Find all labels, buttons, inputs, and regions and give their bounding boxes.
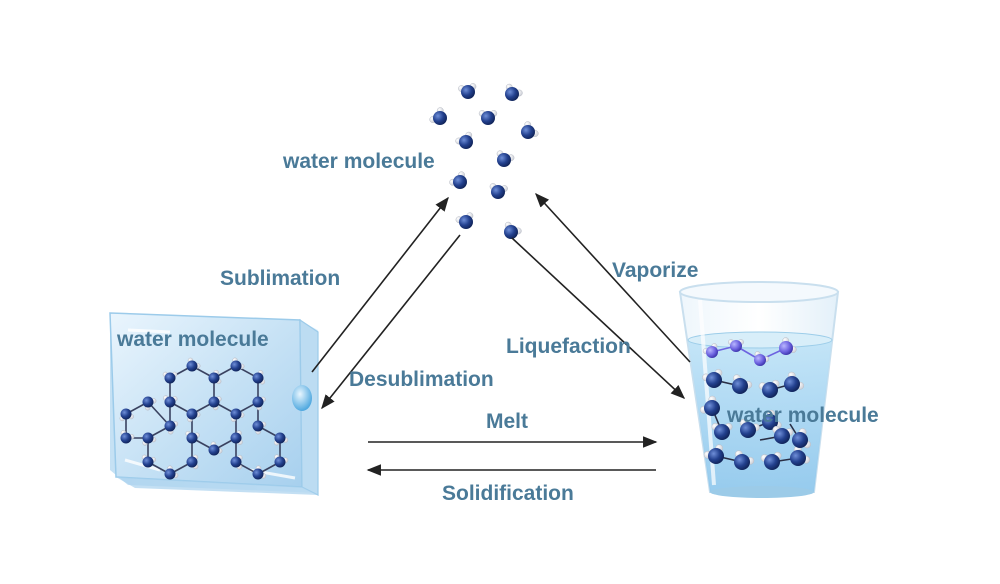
water-molecule-icon (252, 396, 266, 411)
water-molecule-icon (732, 374, 753, 394)
sublimation-arrow (311, 196, 449, 373)
water-molecule-icon (489, 183, 508, 199)
water-molecule-icon (779, 337, 797, 355)
water-molecule-icon (728, 339, 744, 352)
water-molecule-icon (142, 432, 157, 446)
water-molecule-icon (734, 450, 755, 470)
gas-molecule-label: water molecule (283, 150, 435, 173)
water-molecule-icon (521, 121, 539, 139)
vaporize-arrow (535, 192, 691, 363)
water-drop-icon (292, 385, 312, 411)
water-molecule-icon (142, 396, 157, 411)
water-molecule-icon (230, 408, 245, 422)
water-molecule-icon (273, 432, 289, 446)
water-molecule-icon (230, 430, 243, 445)
water-molecule-icon (739, 419, 760, 438)
water-molecule-icon (792, 428, 811, 449)
water-molecule-icon (208, 396, 222, 411)
liquefaction-arrow (511, 237, 686, 399)
water-molecule-icon (141, 454, 157, 468)
water-molecule-icon (711, 422, 733, 440)
water-molecule-icon (230, 454, 243, 470)
water-molecule-icon (455, 212, 474, 229)
transition-arrows (311, 192, 691, 476)
water-molecule-icon (703, 444, 724, 464)
ice-cube-icon (109, 312, 319, 496)
liquid-molecule-label: water molecule (727, 404, 879, 427)
water-molecule-icon (163, 395, 178, 408)
ice-molecule-label: water molecule (117, 328, 269, 351)
water-molecule-icon (504, 221, 522, 239)
water-molecule-icon (429, 107, 447, 125)
liquefaction-label: Liquefaction (506, 335, 631, 358)
water-molecule-icon (164, 465, 179, 480)
sublimation-label: Sublimation (220, 267, 341, 290)
water-molecule-icon (120, 430, 135, 444)
water-molecule-icon (208, 441, 223, 456)
water-molecule-icon (252, 465, 267, 480)
water-molecule-icon (496, 150, 515, 167)
molecule-layer (119, 83, 811, 480)
water-molecule-icon (455, 131, 473, 149)
water-molecule-icon (754, 351, 770, 366)
water-molecule-icon (164, 420, 179, 435)
water-molecule-icon (162, 371, 178, 384)
glass-of-water-icon (678, 281, 840, 498)
water-molecule-icon (252, 420, 267, 435)
water-molecule-icon (186, 454, 199, 470)
solidification-label: Solidification (442, 482, 574, 505)
water-molecule-icon (119, 408, 134, 422)
water-molecule-icon (186, 408, 201, 423)
water-molecule-icon (702, 369, 723, 388)
water-molecule-icon (230, 357, 245, 372)
water-molecule-icon (784, 371, 805, 392)
desublimation-label: Desublimation (349, 368, 494, 391)
water-molecule-icon (252, 370, 266, 385)
vaporize-label: Vaporize (612, 259, 699, 282)
water-molecule-icon (478, 110, 498, 125)
water-molecule-icon (758, 379, 780, 398)
water-molecule-icon (760, 451, 782, 470)
water-molecule-icon (458, 83, 477, 99)
desublimation-arrow (321, 234, 461, 410)
water-molecule-icon (762, 409, 782, 430)
water-molecule-icon (505, 83, 523, 101)
water-molecule-icon (790, 445, 811, 466)
melt-label: Melt (486, 410, 528, 433)
water-molecule-icon (208, 369, 222, 385)
water-molecule-icon (772, 425, 794, 444)
water-molecule-icon (449, 171, 467, 189)
water-molecule-icon (702, 343, 718, 358)
water-molecule-icon (274, 454, 289, 468)
water-molecule-icon (699, 395, 720, 416)
water-molecule-icon (185, 430, 200, 444)
water-molecule-icon (186, 357, 201, 372)
